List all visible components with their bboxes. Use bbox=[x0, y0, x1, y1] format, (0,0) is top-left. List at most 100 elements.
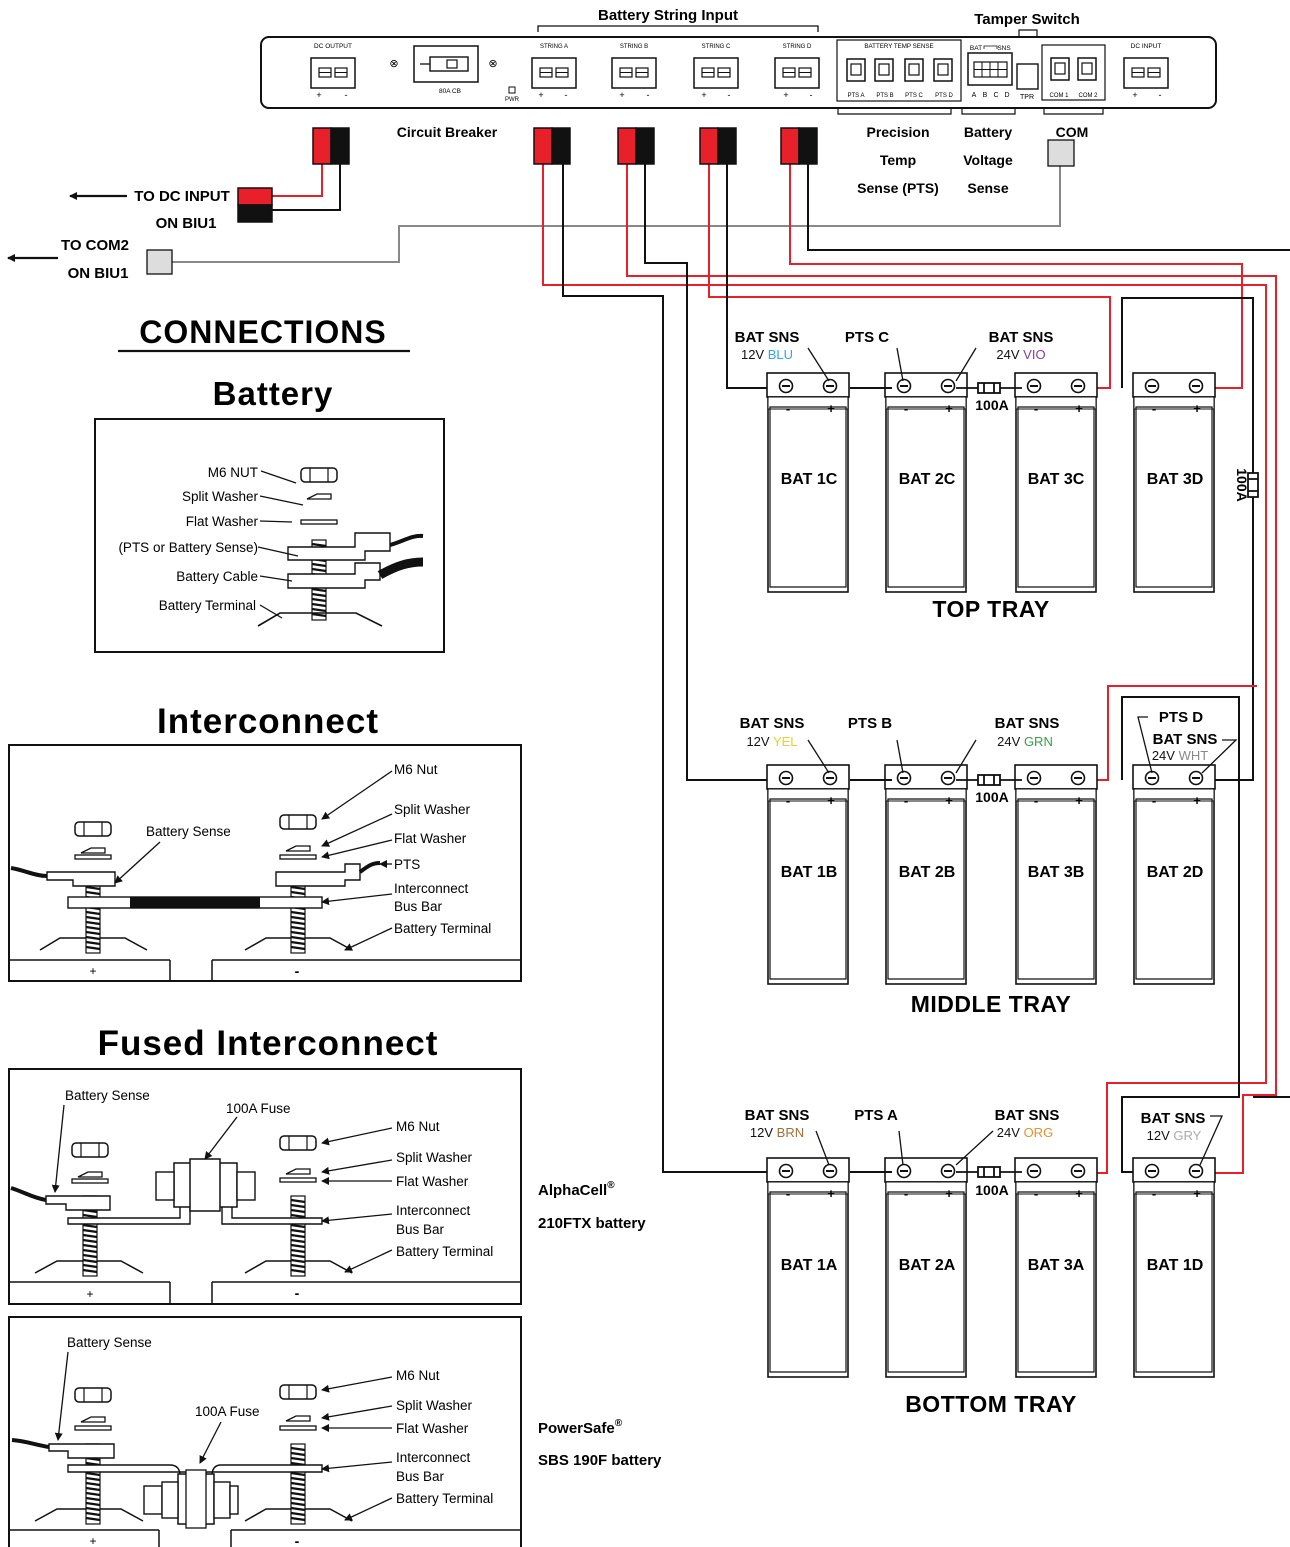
pts-c-label: PTS C bbox=[845, 329, 889, 346]
string-a-port[interactable] bbox=[531, 57, 577, 89]
batteries bbox=[767, 373, 1259, 1377]
ic-split-washer: Split Washer bbox=[394, 802, 471, 817]
bb-flat-washer: Flat Washer bbox=[186, 514, 259, 529]
pts-b-label: PTS B bbox=[848, 715, 892, 732]
v24-mid: 24V bbox=[997, 734, 1020, 749]
powersafe-reg: ® bbox=[615, 1418, 623, 1429]
wire-color-yel: YEL bbox=[773, 734, 798, 749]
powersafe-name: PowerSafe bbox=[538, 1420, 615, 1437]
fuse-middle-label: 100A bbox=[975, 789, 1008, 805]
pts-c-jack[interactable] bbox=[904, 58, 924, 82]
string-b-port[interactable] bbox=[611, 57, 657, 89]
dc-output-plus: + bbox=[316, 90, 321, 100]
pol-3a-plus: + bbox=[1075, 1186, 1083, 1201]
ic-battery-sense: Battery Sense bbox=[146, 824, 231, 839]
pol-3d-minus: - bbox=[1152, 401, 1156, 416]
bottom-tray-label: BOTTOM TRAY bbox=[905, 1391, 1077, 1417]
bat-sns-24v-org-value: 24V ORG bbox=[997, 1125, 1053, 1140]
on-biu1-label-2: ON BIU1 bbox=[68, 265, 129, 282]
string-b-minus: - bbox=[647, 90, 650, 100]
ps-minus: - bbox=[295, 1533, 300, 1547]
string-d-port[interactable] bbox=[774, 57, 820, 89]
ch-d: D bbox=[1004, 92, 1009, 99]
fi-battery-terminal: Battery Terminal bbox=[396, 1244, 493, 1259]
bat-2a-label: BAT 2A bbox=[899, 1257, 956, 1274]
ic-plus: + bbox=[89, 964, 96, 978]
wire-color-grn: GRN bbox=[1024, 734, 1053, 749]
wire-color-org: ORG bbox=[1024, 1125, 1054, 1140]
pol-2a-plus: + bbox=[945, 1186, 953, 1201]
pol-1c-plus: + bbox=[827, 401, 835, 416]
pol-2b-minus: - bbox=[904, 793, 908, 808]
ic-battery-terminal: Battery Terminal bbox=[394, 921, 491, 936]
string-a-label: STRING A bbox=[540, 44, 568, 50]
string-b-plus: + bbox=[619, 90, 624, 100]
v12-top: 12V bbox=[741, 347, 764, 362]
v24-bot: 24V bbox=[997, 1125, 1020, 1140]
dc-input-port[interactable] bbox=[1123, 57, 1169, 89]
com1-jack[interactable] bbox=[1050, 57, 1070, 81]
tamper-switch-port[interactable] bbox=[1016, 63, 1039, 90]
bat-sns-24v-wht-value: 24V WHT bbox=[1152, 748, 1208, 763]
string-c-label: STRING C bbox=[702, 44, 731, 50]
fi-flat-washer: Flat Washer bbox=[396, 1174, 469, 1189]
pts-b-jack[interactable] bbox=[874, 58, 894, 82]
ch-a: A bbox=[972, 92, 977, 99]
bat-sns-12v-gry-label: BAT SNS bbox=[1141, 1110, 1206, 1127]
string-a-minus: - bbox=[565, 90, 568, 100]
middle-tray-label: MIDDLE TRAY bbox=[911, 991, 1072, 1017]
precision-label: Precision bbox=[866, 124, 929, 140]
pol-1a-plus: + bbox=[827, 1186, 835, 1201]
tray-titles: TOP TRAY MIDDLE TRAY BOTTOM TRAY bbox=[905, 596, 1077, 1417]
dc-output-port[interactable] bbox=[310, 57, 356, 89]
pol-3a-minus: - bbox=[1034, 1186, 1038, 1201]
battery-title: Battery bbox=[213, 375, 334, 412]
powersafe-caption-2: SBS 190F battery bbox=[538, 1452, 662, 1469]
pol-1b-plus: + bbox=[827, 793, 835, 808]
bat-3b-label: BAT 3B bbox=[1028, 864, 1085, 881]
bat-1b-label: BAT 1B bbox=[781, 864, 838, 881]
screw-icon-right: ⊗ bbox=[488, 58, 497, 70]
alphacell-reg: ® bbox=[607, 1180, 615, 1191]
pts-a-jack[interactable] bbox=[846, 58, 866, 82]
ps-interconnect: Interconnect bbox=[396, 1450, 471, 1465]
tpr-label: TPR bbox=[1020, 94, 1034, 101]
alphacell-name: AlphaCell bbox=[538, 1182, 607, 1199]
alphacell-caption-1: AlphaCell® bbox=[538, 1180, 615, 1199]
pts-d-jack[interactable] bbox=[933, 58, 953, 82]
battery-labels: BAT 1C BAT 2C BAT 3C BAT 3D BAT 1B BAT 2… bbox=[781, 471, 1204, 1274]
on-biu1-label-1: ON BIU1 bbox=[156, 215, 217, 232]
fi-split-washer: Split Washer bbox=[396, 1150, 473, 1165]
com2-label: COM 2 bbox=[1078, 93, 1098, 99]
pol-1c-minus: - bbox=[786, 401, 790, 416]
bat-3a-label: BAT 3A bbox=[1028, 1257, 1085, 1274]
bat-sns-24v-vio-value: 24V VIO bbox=[996, 347, 1045, 362]
pol-3d-plus: + bbox=[1193, 401, 1201, 416]
string-b-label: STRING B bbox=[620, 44, 648, 50]
battery-voltage-label-3: Sense bbox=[967, 180, 1008, 196]
string-d-minus: - bbox=[810, 90, 813, 100]
fi-minus: - bbox=[295, 1285, 300, 1301]
com2-jack[interactable] bbox=[1077, 57, 1097, 81]
v12-bot: 12V bbox=[750, 1125, 773, 1140]
bat-sns-12v-brn-label: BAT SNS bbox=[745, 1107, 810, 1124]
pol-3c-minus: - bbox=[1034, 401, 1038, 416]
connections-title: CONNECTIONS bbox=[139, 314, 386, 350]
wire-color-wht: WHT bbox=[1179, 748, 1209, 763]
bat-3d-label: BAT 3D bbox=[1147, 471, 1204, 488]
pol-1b-minus: - bbox=[786, 793, 790, 808]
bat-sns-12v-yel-value: 12V YEL bbox=[746, 734, 797, 749]
connections-section: CONNECTIONS Battery M6 NUT Split Washer … bbox=[8, 314, 662, 1547]
fi-interconnect: Interconnect bbox=[396, 1203, 471, 1218]
sense-annotations bbox=[807, 347, 1238, 1166]
ic-pts: PTS bbox=[394, 857, 420, 872]
top-tray-label: TOP TRAY bbox=[932, 596, 1049, 622]
sns-label: SNS bbox=[997, 45, 1011, 52]
dc-input-minus: - bbox=[1159, 90, 1162, 100]
bb-pts-or-sense: (PTS or Battery Sense) bbox=[118, 540, 258, 555]
dc-output-minus: - bbox=[345, 90, 348, 100]
header-plugs bbox=[146, 127, 1075, 275]
bat-label: BAT bbox=[970, 45, 982, 52]
string-c-port[interactable] bbox=[693, 57, 739, 89]
pol-2c-plus: + bbox=[945, 401, 953, 416]
